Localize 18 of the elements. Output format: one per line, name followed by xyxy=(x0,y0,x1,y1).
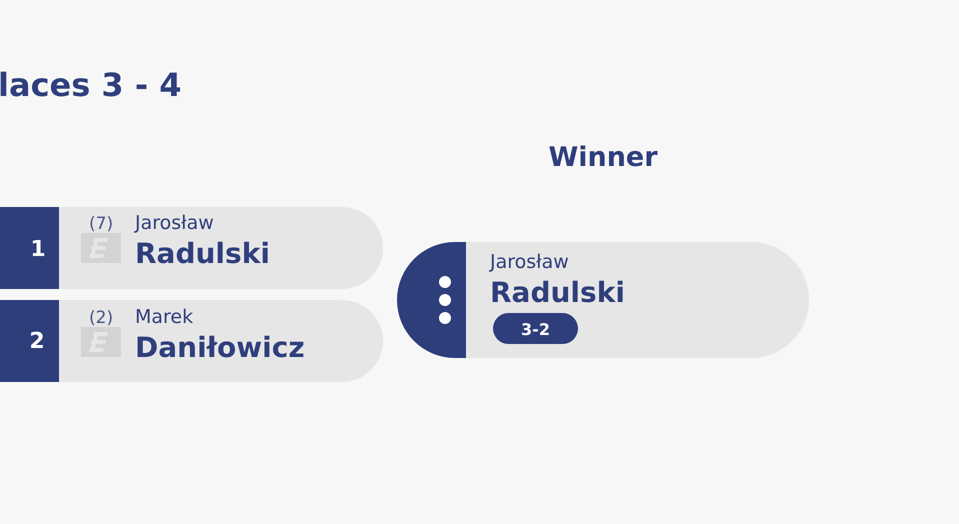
last-name: Radulski xyxy=(490,279,625,307)
player-card xyxy=(0,300,383,382)
position-tab xyxy=(0,207,59,289)
last-name: Daniłowicz xyxy=(135,334,305,362)
column-heading: Winner xyxy=(548,144,658,171)
last-name: Radulski xyxy=(135,240,270,268)
player-card xyxy=(0,207,383,289)
seed-number: (2) xyxy=(89,310,114,327)
score-text: 3-2 xyxy=(521,322,550,338)
seed-number: (7) xyxy=(89,216,114,233)
first-name: Jarosław xyxy=(490,253,569,272)
first-name: Jarosław xyxy=(135,214,214,233)
section-heading: laces 3 - 4 xyxy=(0,69,182,101)
first-name: Marek xyxy=(135,308,194,327)
position-number: 2 xyxy=(29,331,45,353)
position-number: 1 xyxy=(30,239,46,261)
score-badge xyxy=(493,313,578,344)
position-tab xyxy=(0,300,59,382)
